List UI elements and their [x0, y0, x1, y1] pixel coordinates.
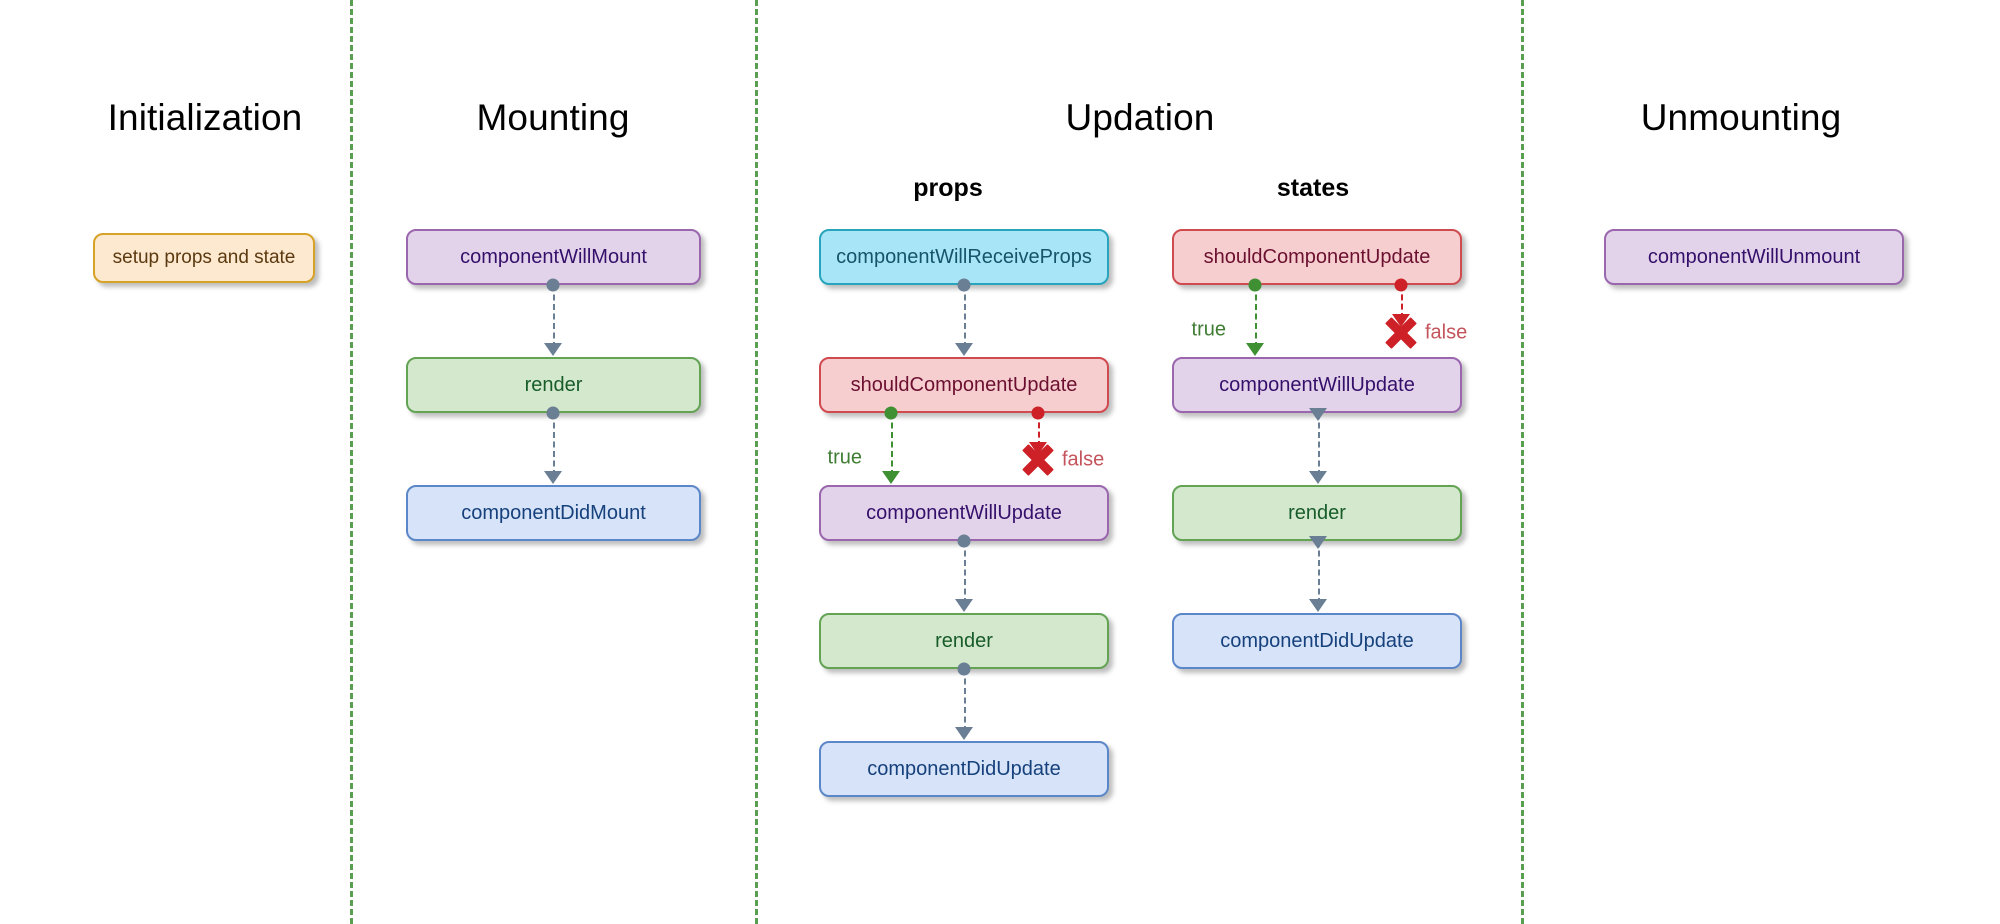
arrow-states-3a [1309, 536, 1327, 549]
arrow-props-2 [955, 599, 973, 612]
column-divider-2 [755, 0, 758, 924]
column-divider-3 [1521, 0, 1524, 924]
sub-heading-props: props [913, 174, 983, 202]
node-component-did-update-props[interactable]: componentDidUpdate [819, 741, 1109, 797]
node-component-will-update-props[interactable]: componentWillUpdate [819, 485, 1109, 541]
phase-title-unmounting: Unmounting [1640, 97, 1842, 138]
branch-label-props-false: false [1062, 448, 1105, 471]
node-render-props[interactable]: render [819, 613, 1109, 669]
node-render-states[interactable]: render [1172, 485, 1462, 541]
arrow-props-1 [955, 343, 973, 356]
stop-x-icon-props [1021, 443, 1055, 477]
connector-props-2 [964, 541, 966, 604]
phase-title-updation: Updation [1065, 97, 1215, 138]
node-component-will-unmount[interactable]: componentWillUnmount [1604, 229, 1904, 285]
connector-states-2 [1318, 413, 1320, 476]
sub-heading-states: states [1276, 174, 1350, 202]
branch-label-props-true: true [827, 446, 862, 469]
branch-label-states-true: true [1191, 318, 1226, 341]
connector-states-3 [1318, 541, 1320, 604]
node-render-mounting[interactable]: render [406, 357, 701, 413]
connector-props-1 [964, 285, 966, 348]
connector-mounting-2 [553, 413, 555, 476]
node-component-did-mount[interactable]: componentDidMount [406, 485, 701, 541]
branch-arrow-props-true [882, 471, 900, 484]
branch-label-states-false: false [1425, 321, 1468, 344]
node-component-did-update-states[interactable]: componentDidUpdate [1172, 613, 1462, 669]
node-component-will-update-states[interactable]: componentWillUpdate [1172, 357, 1462, 413]
arrow-props-3 [955, 727, 973, 740]
node-component-will-mount[interactable]: componentWillMount [406, 229, 701, 285]
branch-connector-props-true [891, 413, 893, 476]
node-setup-props-and-state[interactable]: setup props and state [93, 233, 315, 283]
arrow-mounting-2 [544, 471, 562, 484]
phase-title-mounting: Mounting [476, 97, 630, 138]
node-should-component-update-props[interactable]: shouldComponentUpdate [819, 357, 1109, 413]
column-divider-1 [350, 0, 353, 924]
arrow-states-2a [1309, 408, 1327, 421]
branch-connector-states-false [1401, 285, 1403, 319]
node-component-will-receive-props[interactable]: componentWillReceiveProps [819, 229, 1109, 285]
branch-connector-states-true [1255, 285, 1257, 348]
branch-connector-props-false [1038, 413, 1040, 447]
node-should-component-update-states[interactable]: shouldComponentUpdate [1172, 229, 1462, 285]
arrow-states-3 [1309, 599, 1327, 612]
phase-title-initialization: Initialization [107, 97, 303, 138]
branch-arrow-states-true [1246, 343, 1264, 356]
connector-mounting-1 [553, 285, 555, 348]
arrow-states-2 [1309, 471, 1327, 484]
connector-props-3 [964, 669, 966, 732]
stop-x-icon-states [1384, 316, 1418, 350]
arrow-mounting-1 [544, 343, 562, 356]
